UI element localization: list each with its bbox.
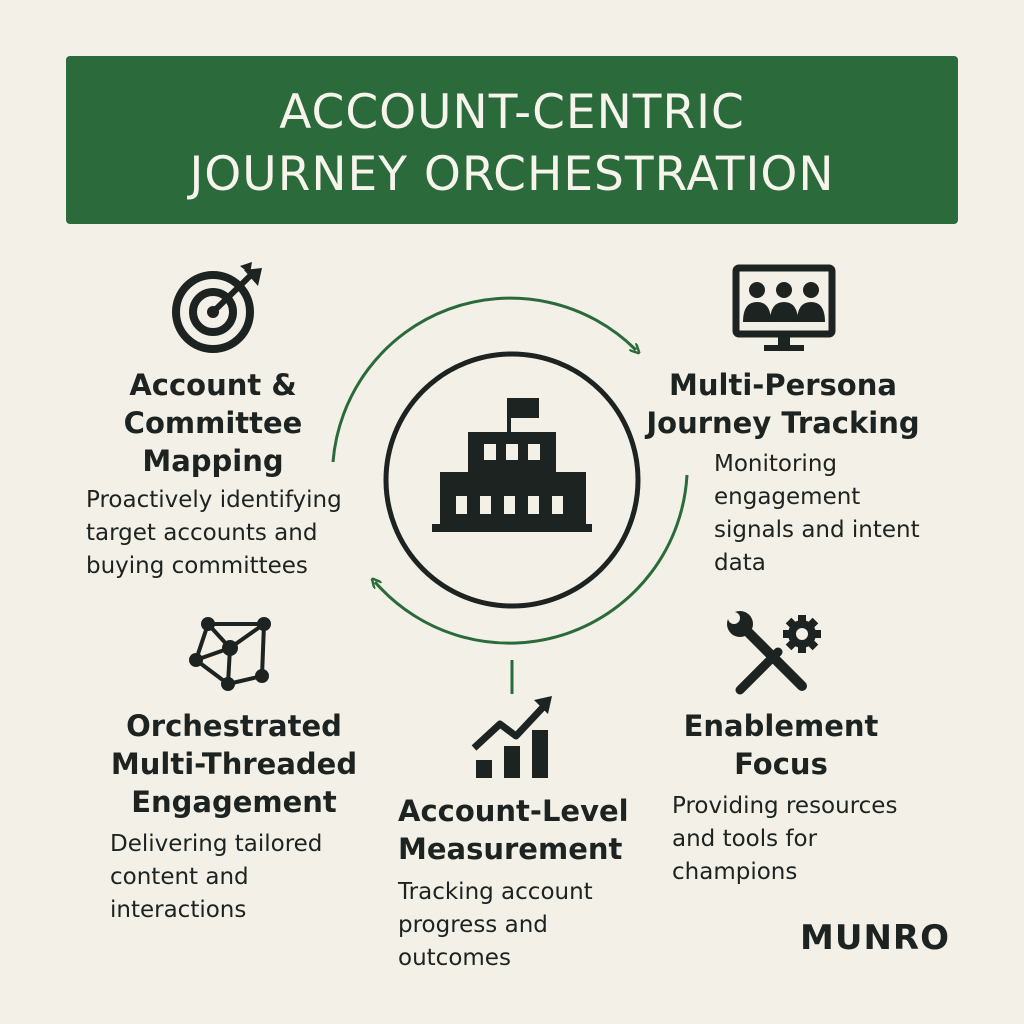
measurement-description: Tracking account progress and outcomes [398,879,593,971]
measurement-title: Account-Level Measurement [398,794,629,866]
mapping-title: Account & Committee Mapping [123,368,303,478]
monitor-people-icon [732,264,836,351]
cycle-arrow-top [331,296,636,463]
mapping-description: Proactively identifying target accounts … [86,487,342,579]
building-icon [432,398,592,532]
engagement-title: Orchestrated Multi-Threaded Engagement [110,709,358,819]
tracking-description: Monitoring engagement signals and intent… [714,451,920,576]
cycle-arrow-bottom [375,474,689,645]
enablement-description: Providing resources and tools for champi… [672,793,898,885]
growth-chart-icon [471,696,552,778]
center-circle [383,351,641,609]
target-icon [172,262,262,353]
brand-logo: MUNRO [800,918,950,958]
network-icon [189,617,271,691]
enablement-title: Enablement Focus [683,709,879,781]
tools-gear-icon [727,611,821,695]
engagement-description: Delivering tailored content and interact… [110,831,323,923]
tracking-title: Multi-Persona Journey Tracking [646,368,920,440]
title-banner: ACCOUNT-CENTRIC JOURNEY ORCHESTRATION [66,56,958,224]
page-title: ACCOUNT-CENTRIC JOURNEY ORCHESTRATION [189,85,835,202]
